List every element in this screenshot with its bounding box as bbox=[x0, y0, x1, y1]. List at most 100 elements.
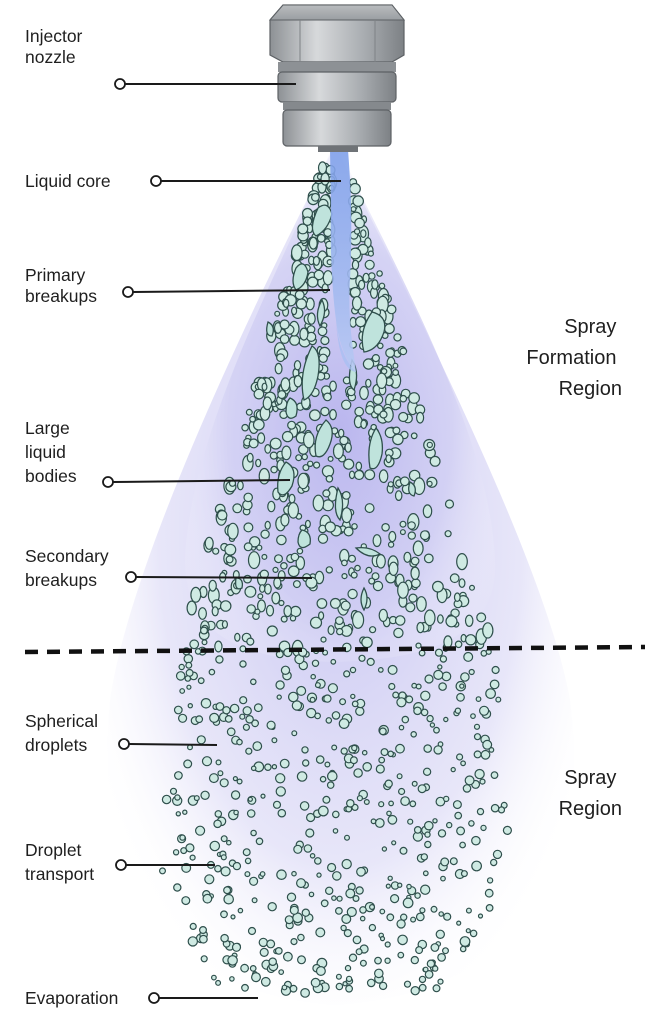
droplet bbox=[238, 481, 244, 490]
droplet bbox=[216, 760, 221, 765]
droplet bbox=[313, 495, 323, 511]
droplet bbox=[221, 911, 228, 918]
droplet bbox=[363, 273, 369, 282]
droplet bbox=[392, 841, 396, 845]
droplet bbox=[339, 719, 349, 729]
droplet bbox=[298, 956, 306, 964]
droplet bbox=[446, 500, 454, 508]
droplet bbox=[427, 716, 433, 722]
droplet bbox=[278, 391, 286, 399]
droplet bbox=[325, 762, 330, 767]
droplet bbox=[303, 465, 309, 471]
droplet bbox=[261, 530, 269, 538]
droplet bbox=[292, 731, 297, 736]
droplet bbox=[253, 419, 264, 430]
droplet bbox=[465, 776, 474, 785]
droplet bbox=[321, 900, 328, 907]
droplet bbox=[340, 699, 346, 705]
droplet bbox=[215, 641, 222, 652]
droplet bbox=[349, 555, 356, 562]
droplet bbox=[210, 841, 219, 850]
droplet bbox=[265, 764, 271, 770]
droplet bbox=[300, 802, 308, 810]
droplet bbox=[433, 819, 437, 823]
droplet bbox=[419, 650, 425, 656]
droplet bbox=[258, 594, 263, 599]
droplet bbox=[310, 697, 315, 702]
droplet bbox=[444, 717, 448, 721]
droplet bbox=[386, 455, 391, 463]
droplet bbox=[365, 504, 374, 513]
droplet bbox=[470, 930, 476, 936]
droplet bbox=[300, 328, 308, 340]
droplet bbox=[416, 643, 421, 648]
droplet bbox=[424, 871, 429, 876]
droplet bbox=[268, 501, 275, 511]
droplet bbox=[263, 397, 271, 410]
droplet bbox=[416, 684, 421, 689]
droplet bbox=[389, 542, 394, 547]
droplet bbox=[314, 462, 320, 468]
droplet bbox=[321, 337, 329, 345]
droplet bbox=[302, 747, 308, 753]
droplet bbox=[377, 373, 387, 388]
droplet bbox=[228, 956, 237, 965]
droplet bbox=[393, 692, 399, 698]
droplet bbox=[333, 829, 337, 833]
droplet bbox=[462, 871, 468, 877]
droplet bbox=[315, 713, 321, 719]
droplet bbox=[337, 896, 342, 901]
droplet bbox=[221, 601, 231, 611]
droplet bbox=[469, 821, 474, 826]
droplet bbox=[302, 454, 307, 459]
droplet bbox=[262, 383, 267, 390]
droplet bbox=[348, 589, 357, 598]
droplet bbox=[294, 376, 302, 387]
droplet bbox=[415, 827, 422, 834]
droplet bbox=[396, 491, 402, 501]
droplet bbox=[349, 954, 356, 961]
droplet bbox=[326, 887, 333, 894]
droplet bbox=[446, 616, 457, 627]
droplet bbox=[332, 745, 337, 750]
droplet bbox=[411, 557, 419, 565]
droplet bbox=[226, 556, 233, 563]
droplet bbox=[196, 716, 203, 723]
droplet bbox=[267, 605, 274, 616]
droplet bbox=[242, 985, 249, 992]
droplet bbox=[248, 797, 252, 801]
droplet bbox=[496, 697, 501, 702]
droplet bbox=[411, 917, 416, 922]
droplet bbox=[233, 777, 237, 781]
droplet bbox=[323, 796, 330, 803]
droplet bbox=[174, 850, 179, 855]
droplet bbox=[253, 742, 262, 751]
droplet bbox=[246, 716, 253, 723]
droplet bbox=[302, 909, 309, 916]
droplet bbox=[190, 640, 199, 649]
droplet bbox=[225, 544, 236, 555]
droplet bbox=[221, 836, 227, 842]
droplet bbox=[247, 453, 253, 462]
droplet bbox=[417, 597, 427, 612]
droplet bbox=[184, 760, 192, 768]
droplet bbox=[331, 660, 336, 665]
droplet bbox=[251, 830, 256, 835]
droplet bbox=[351, 757, 358, 764]
droplet bbox=[433, 581, 444, 592]
droplet bbox=[399, 413, 408, 422]
droplet bbox=[216, 656, 223, 663]
droplet bbox=[408, 532, 415, 539]
label-evaporation: Evaporation bbox=[25, 988, 258, 1008]
droplet bbox=[379, 609, 387, 621]
droplet bbox=[258, 433, 265, 443]
droplet bbox=[461, 946, 466, 951]
droplet bbox=[454, 801, 462, 809]
droplet bbox=[342, 508, 352, 523]
droplet bbox=[295, 291, 304, 300]
droplet bbox=[262, 555, 267, 560]
droplet bbox=[466, 615, 473, 626]
droplet bbox=[288, 421, 296, 429]
droplet bbox=[246, 409, 252, 415]
droplet bbox=[221, 867, 230, 876]
